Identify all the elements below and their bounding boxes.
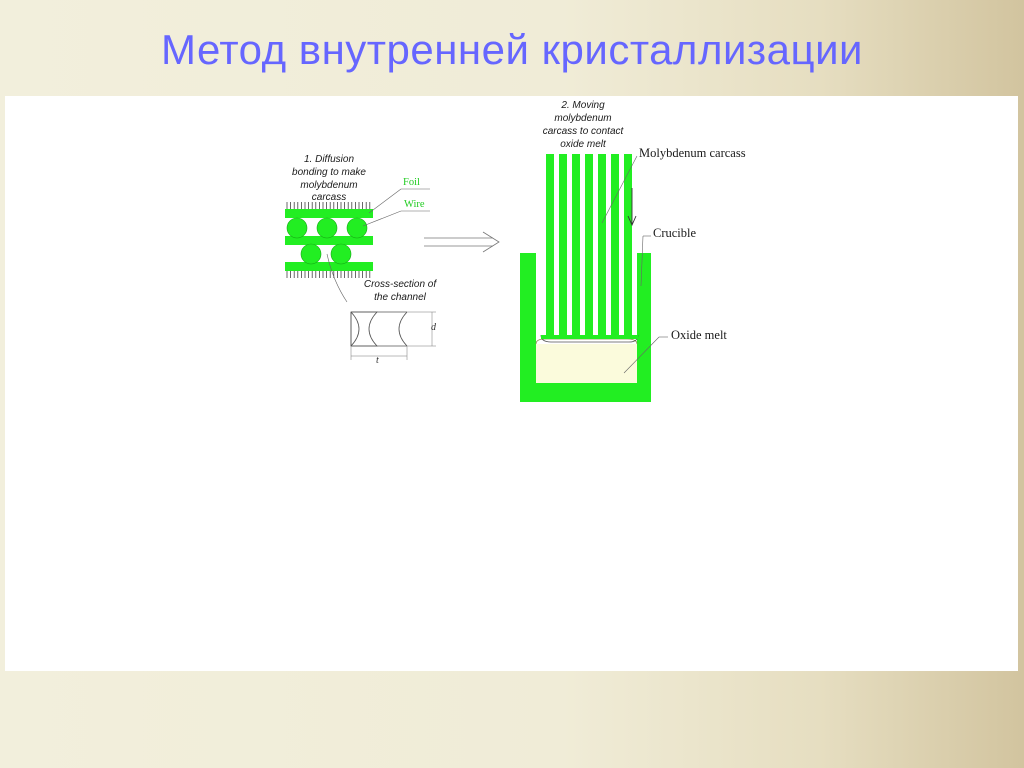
dimension-t: t bbox=[376, 355, 379, 366]
svg-text:carcass: carcass bbox=[312, 192, 346, 203]
molybdenum-carcass bbox=[540, 154, 639, 343]
transition-arrow bbox=[424, 231, 500, 253]
svg-text:carcass to contact: carcass to contact bbox=[543, 126, 625, 137]
middle-foil bbox=[285, 236, 373, 245]
oxide-melt bbox=[536, 344, 637, 383]
svg-text:1. Diffusion: 1. Diffusion bbox=[304, 154, 354, 165]
step2-caption: 2. Moving molybdenum carcass to contact … bbox=[543, 100, 625, 150]
wire-label: Wire bbox=[404, 199, 425, 210]
svg-text:Cross-section of: Cross-section of bbox=[364, 279, 437, 290]
oxide-melt-label: Oxide melt bbox=[671, 328, 727, 342]
wire-1 bbox=[286, 217, 308, 239]
cross-section-caption: Cross-section of the channel bbox=[364, 279, 437, 303]
down-arrow bbox=[627, 188, 637, 227]
crucible-label: Crucible bbox=[653, 226, 696, 240]
svg-text:bonding to make: bonding to make bbox=[292, 167, 366, 178]
wire-2 bbox=[316, 217, 338, 239]
svg-text:molybdenum: molybdenum bbox=[300, 180, 357, 191]
slide-title: Метод внутренней кристаллизации bbox=[160, 26, 864, 73]
foil-label: Foil bbox=[403, 177, 420, 188]
svg-text:molybdenum: molybdenum bbox=[554, 113, 611, 124]
process-diagram: 1. Diffusion bonding to make molybdenum … bbox=[285, 100, 746, 402]
bonding-stack: Foil Wire bbox=[285, 177, 430, 278]
svg-text:the channel: the channel bbox=[374, 292, 426, 303]
dimension-d: d bbox=[431, 322, 437, 333]
wire-3 bbox=[346, 217, 368, 239]
carcass-label: Molybdenum carcass bbox=[639, 146, 746, 160]
diagram-panel: 1. Diffusion bonding to make molybdenum … bbox=[5, 96, 1018, 671]
svg-text:oxide melt: oxide melt bbox=[560, 139, 607, 150]
step1-caption: 1. Diffusion bonding to make molybdenum … bbox=[292, 154, 366, 203]
wire-4 bbox=[300, 243, 322, 265]
wire-5 bbox=[330, 243, 352, 265]
channel-cross-section: d t bbox=[350, 311, 437, 366]
top-foil bbox=[285, 209, 373, 218]
bottom-foil bbox=[285, 262, 373, 271]
svg-text:2. Moving: 2. Moving bbox=[560, 100, 605, 111]
